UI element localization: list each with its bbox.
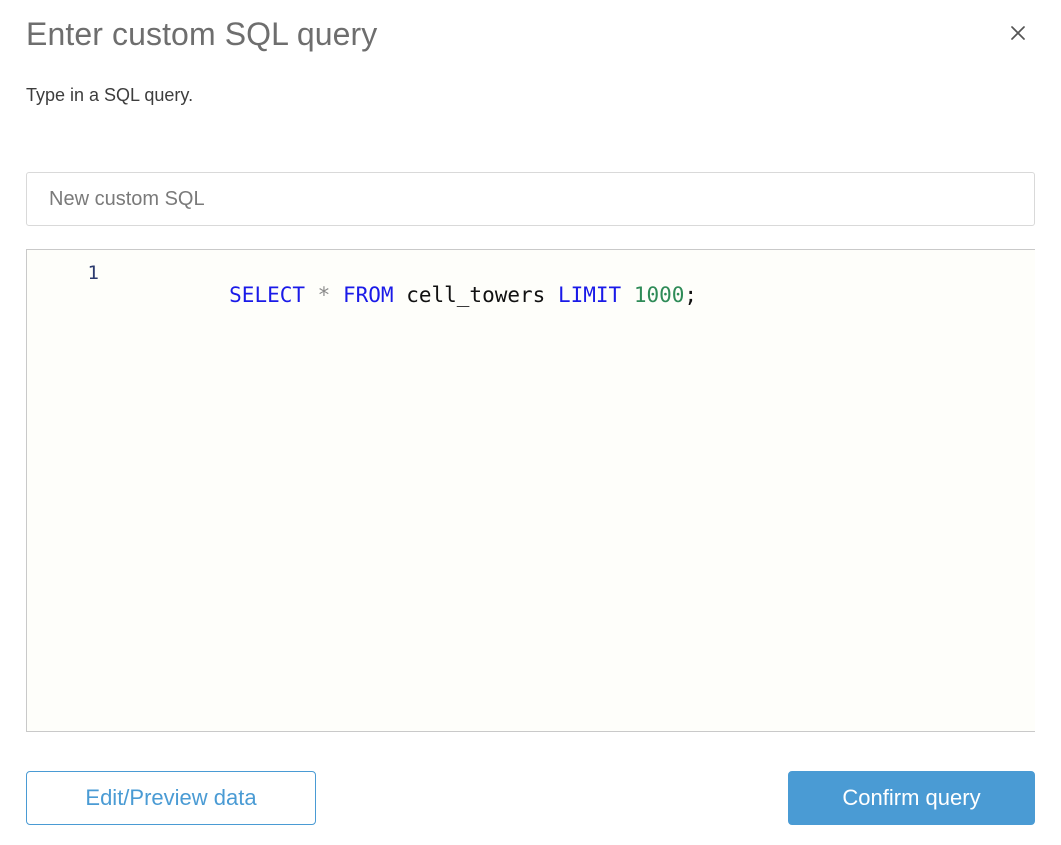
close-button[interactable]: [1003, 18, 1033, 48]
sql-token-select: SELECT: [229, 283, 306, 307]
sql-query-text[interactable]: SELECT * FROM cell_towers LIMIT 1000;: [99, 262, 697, 328]
sql-token-star: *: [317, 283, 331, 307]
line-number: 1: [87, 262, 99, 284]
page-title: Enter custom SQL query: [26, 16, 378, 52]
sql-token-from: FROM: [342, 283, 394, 307]
sql-token-limit: LIMIT: [557, 283, 622, 307]
edit-preview-data-button[interactable]: Edit/Preview data: [26, 771, 316, 825]
dialog-subtitle: Type in a SQL query.: [26, 85, 194, 105]
sql-space: [305, 283, 318, 307]
sql-token-limit-value: 1000: [633, 283, 685, 307]
sql-token-table-name: cell_towers: [406, 283, 546, 307]
query-name-input[interactable]: [26, 172, 1035, 226]
sql-space: [394, 283, 407, 307]
sql-code-editor[interactable]: 1 SELECT * FROM cell_towers LIMIT 1000;: [26, 249, 1035, 732]
sql-space: [621, 283, 634, 307]
sql-space: [545, 283, 558, 307]
confirm-query-button[interactable]: Confirm query: [788, 771, 1035, 825]
sql-space: [330, 283, 343, 307]
code-line: 1 SELECT * FROM cell_towers LIMIT 1000;: [27, 250, 1035, 306]
sql-token-semicolon: ;: [684, 283, 698, 307]
close-icon: [1008, 23, 1028, 43]
